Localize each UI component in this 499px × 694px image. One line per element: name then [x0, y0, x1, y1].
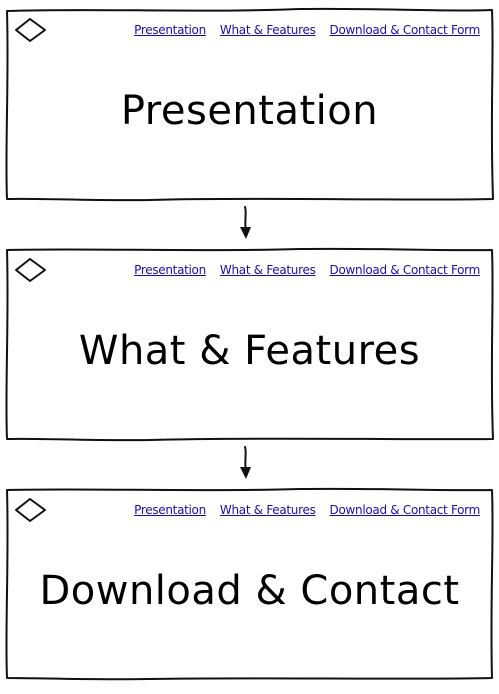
page-frame: [5, 487, 494, 681]
nav-link-presentation[interactable]: Presentation: [134, 23, 206, 37]
nav-link-download-contact[interactable]: Download & Contact Form: [329, 263, 481, 277]
nav-link-download-contact[interactable]: Download & Contact Form: [329, 503, 481, 517]
page-mockup-what-features: Presentation What & Features Download & …: [0, 240, 499, 454]
nav-link-download-contact[interactable]: Download & Contact Form: [329, 23, 481, 37]
page-mockup-presentation: Presentation What & Features Download & …: [0, 0, 499, 214]
page-headline: Presentation: [120, 88, 379, 134]
page-headline: Download & Contact: [39, 568, 460, 614]
top-nav: Presentation What & Features Download & …: [130, 255, 487, 285]
arrow-down-icon: [240, 206, 251, 239]
nav-link-what-features[interactable]: What & Features: [219, 263, 316, 277]
diamond-icon[interactable]: [14, 16, 48, 44]
nav-link-what-features[interactable]: What & Features: [219, 23, 316, 37]
arrow-down-icon: [240, 446, 251, 479]
diamond-icon[interactable]: [14, 496, 48, 524]
nav-link-presentation[interactable]: Presentation: [134, 503, 206, 517]
diamond-icon[interactable]: [14, 256, 48, 284]
page-frame: [5, 247, 494, 442]
top-nav: Presentation What & Features Download & …: [130, 15, 487, 45]
top-nav: Presentation What & Features Download & …: [130, 495, 487, 525]
page-mockup-download-contact: Presentation What & Features Download & …: [0, 480, 499, 694]
nav-link-presentation[interactable]: Presentation: [134, 263, 206, 277]
nav-link-what-features[interactable]: What & Features: [219, 503, 316, 517]
page-headline: What & Features: [78, 328, 421, 374]
page-frame: [5, 7, 494, 202]
